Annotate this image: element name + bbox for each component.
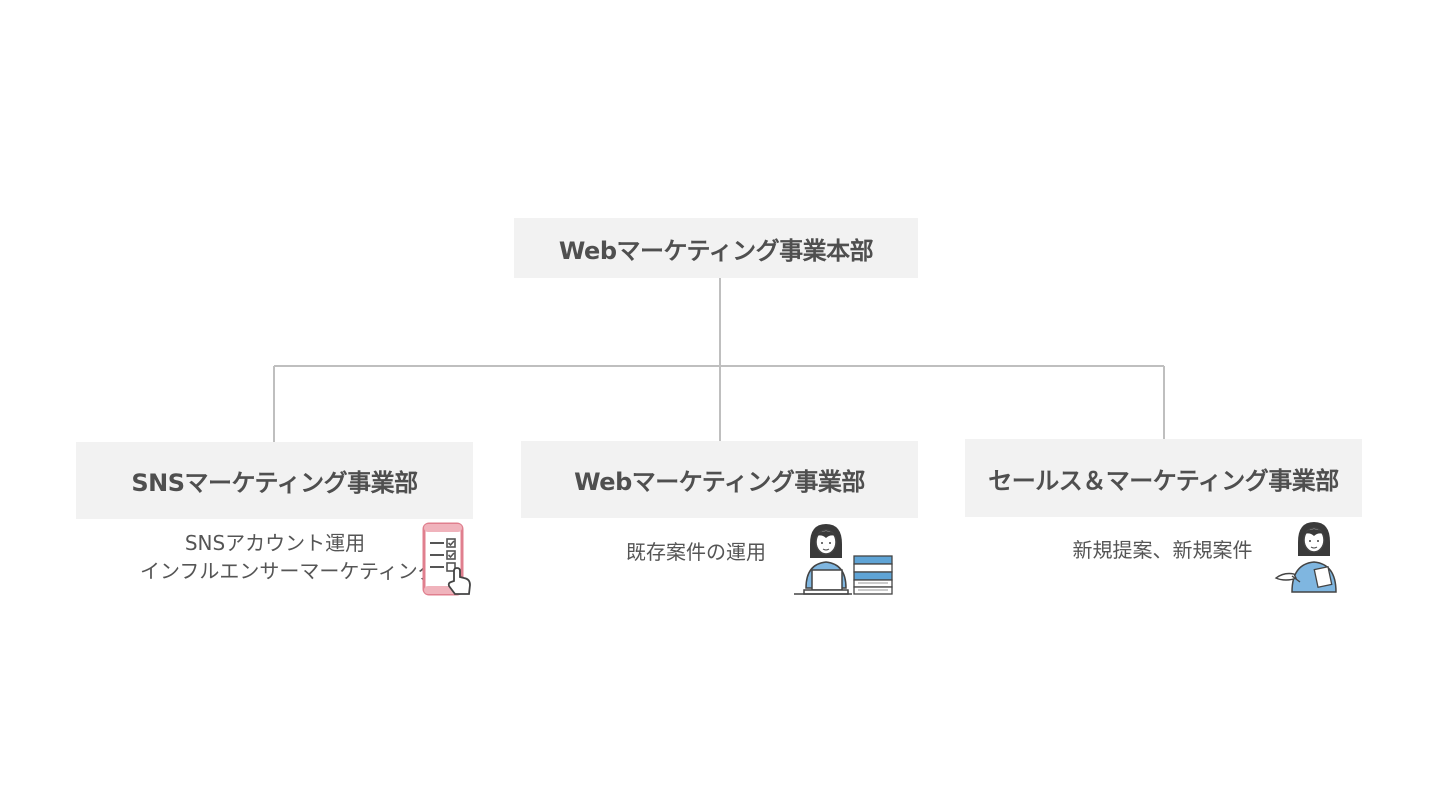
sns-department-description: SNSアカウント運用 インフルエンサーマーケティング — [140, 529, 438, 585]
sales-department-description: 新規提案、新規案件 — [1055, 536, 1270, 564]
smartphone-checklist-icon — [422, 522, 471, 596]
sns-department-box: SNSマーケティング事業部 — [76, 442, 473, 519]
woman-laptop-documents-icon — [794, 524, 893, 595]
sales-department-box: セールス＆マーケティング事業部 — [965, 439, 1362, 517]
web-department-description: 既存案件の運用 — [606, 538, 786, 566]
sales-description-line: 新規提案、新規案件 — [1072, 538, 1253, 562]
sns-description-line: SNSアカウント運用 — [184, 531, 366, 555]
sales-department-label: セールス＆マーケティング事業部 — [988, 466, 1339, 495]
web-department-label: Webマーケティング事業部 — [574, 468, 865, 496]
root-department-label: Webマーケティング事業本部 — [558, 236, 874, 265]
web-department-box: Webマーケティング事業部 — [521, 441, 918, 518]
web-description-line: 既存案件の運用 — [626, 540, 766, 564]
root-department-box: Webマーケティング事業本部 — [514, 218, 918, 278]
sns-description-line: インフルエンサーマーケティング — [140, 559, 438, 583]
sns-department-label: SNSマーケティング事業部 — [131, 469, 418, 497]
woman-presenting-icon — [1274, 522, 1337, 593]
